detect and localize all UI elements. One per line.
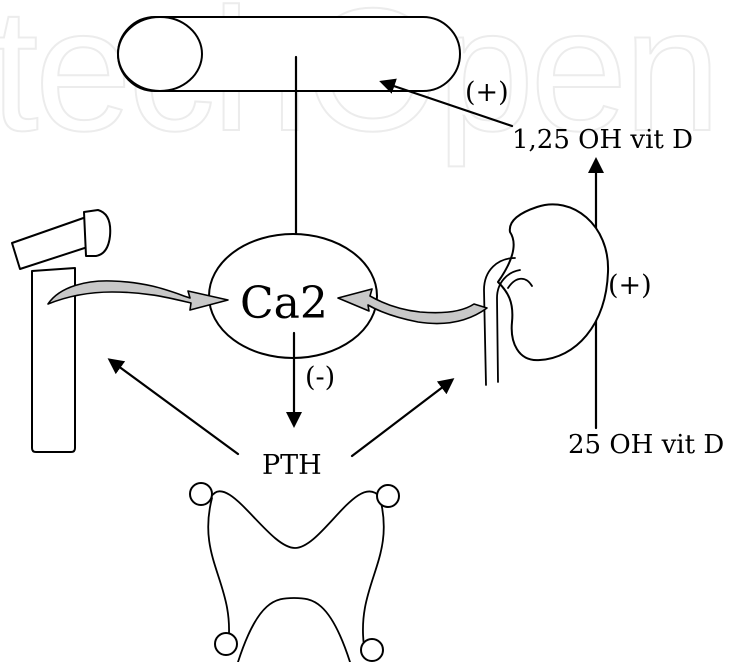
label-calcium: Ca2 [240,278,328,329]
arrow-pth-to-bone [107,358,240,456]
arrow-pth-to-kidney [350,378,455,458]
label-pth: PTH [262,450,322,481]
label-vitd-active: 1,25 OH vit D [512,125,693,155]
kidney [483,203,610,386]
flux-kidney-to-calcium [337,288,488,325]
arrow-vitd-to-intestine [379,78,514,128]
label-effect-intestine: (+) [465,77,509,108]
flux-bone-to-calcium [47,280,229,311]
label-vitd-precursor: 25 OH vit D [568,430,724,460]
parathyroid-gland [189,482,400,662]
label-effect-inhibit: (-) [305,362,335,393]
intestine [117,16,461,92]
label-effect-kidney: (+) [608,270,652,301]
bone [11,209,112,453]
